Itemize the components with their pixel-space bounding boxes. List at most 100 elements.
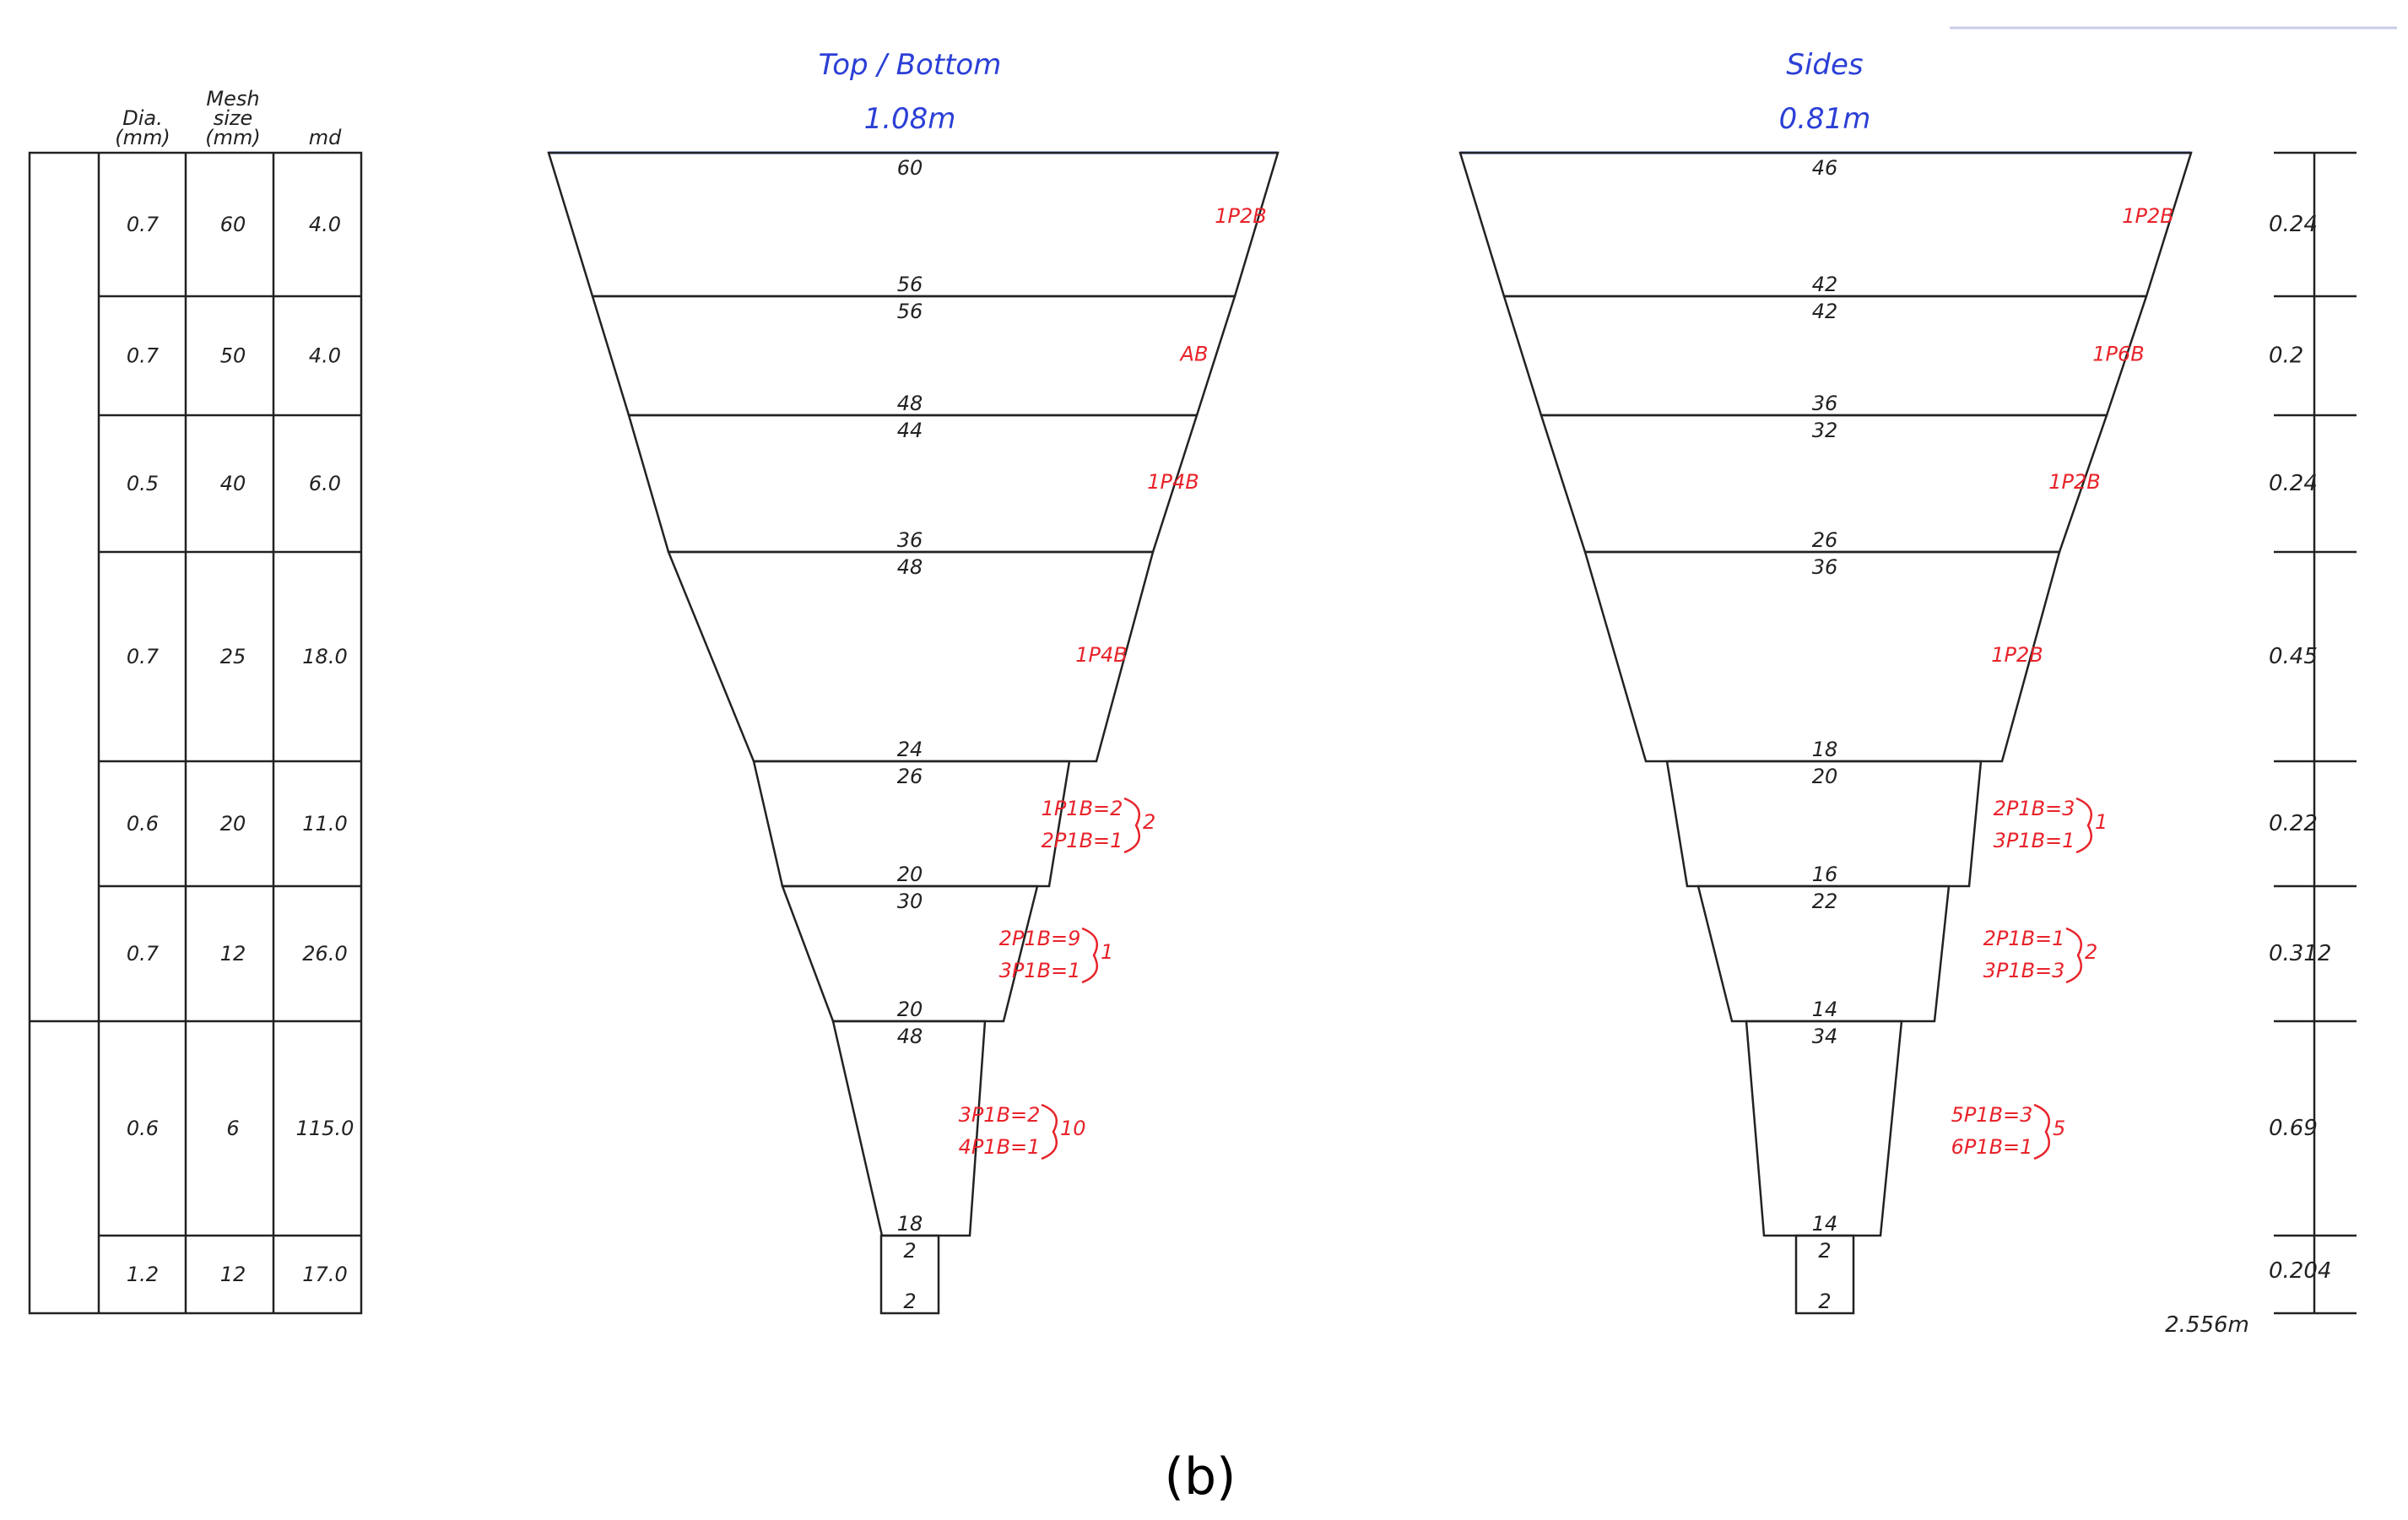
- table-header-dia: Dia.: [122, 106, 162, 130]
- section-top-mesh-count: 32: [1812, 419, 1838, 442]
- table-header-mesh: size: [214, 106, 253, 130]
- section-top-mesh-count: 36: [1812, 555, 1838, 579]
- brace: [1123, 797, 1140, 854]
- table-cell-dia: 0.7: [127, 645, 160, 668]
- section-bottom-mesh-count: 26: [1812, 528, 1838, 552]
- section-material-label: AB: [1179, 343, 1209, 366]
- dimension-length-label: 0.24: [2269, 471, 2318, 496]
- panel-section-7: [1745, 1020, 1903, 1237]
- section-bottom-mesh-count: 20: [897, 863, 923, 886]
- section-top-mesh-count: 48: [897, 555, 923, 579]
- mesh-table-grid: [28, 151, 363, 1315]
- section-bottom-mesh-count: 20: [897, 998, 923, 1021]
- brace: [2075, 797, 2092, 854]
- caption-text: (b): [1165, 1447, 1236, 1506]
- table-cell-dia: 0.7: [127, 942, 160, 966]
- brace-count: 5: [2053, 1117, 2065, 1140]
- section-bottom-mesh-count: 16: [1812, 863, 1838, 886]
- table-cell-md: 6.0: [309, 472, 341, 495]
- section-top-mesh-count: 2: [1818, 1239, 1831, 1263]
- section-material-labels: 1P2B1P6B1P2B1P2B2P1B=33P1B=112P1B=13P1B=…: [1951, 204, 2174, 1160]
- panel-section-8: [879, 1234, 940, 1315]
- section-bottom-mesh-count: 14: [1812, 998, 1838, 1021]
- table-cell-mesh: 50: [220, 344, 246, 368]
- table-cell-dia: 0.6: [127, 812, 159, 836]
- brace: [2065, 927, 2082, 984]
- section-top-mesh-count: 60: [897, 156, 923, 180]
- table-cell-mesh: 40: [220, 472, 246, 495]
- total-length-label: 2.556m: [2165, 1312, 2249, 1338]
- dimension-length-label: 0.69: [2269, 1116, 2318, 1141]
- table-cell-mesh: 12: [220, 942, 246, 966]
- section-material-label: 1P2B: [1215, 204, 1266, 228]
- section-material-label: 1P6B: [2092, 343, 2144, 366]
- panel-width-label: 0.81m: [1779, 102, 1871, 136]
- section-material-label: 5P1B=3: [1951, 1103, 2033, 1127]
- panel-title: Top / Bottom: [819, 48, 1002, 82]
- table-header-dia: (mm): [115, 126, 170, 149]
- panel-section-4: [667, 550, 1155, 763]
- table-cell-dia: 0.6: [127, 1117, 159, 1140]
- section-top-mesh-count: 48: [897, 1025, 923, 1048]
- section-material-label: 3P1B=1: [1994, 829, 2075, 852]
- panel-section-5: [752, 760, 1071, 888]
- section-material-label: 1P1B=2: [1042, 797, 1123, 820]
- panel-section-6: [781, 884, 1039, 1023]
- table-cell-dia: 0.5: [127, 472, 159, 495]
- dimension-lines: [2274, 151, 2357, 1315]
- figure-caption: (b): [1165, 1447, 1236, 1506]
- section-top-mesh-count: 30: [897, 890, 923, 913]
- brace: [2033, 1103, 2050, 1160]
- panel-sides: Sides 0.81m 4642423632263618201622143414…: [1458, 48, 2193, 1315]
- section-top-mesh-count: 56: [897, 300, 923, 323]
- section-top-mesh-count: 46: [1812, 156, 1838, 180]
- section-top-mesh-count: 20: [1812, 765, 1838, 788]
- panel-section-6: [1696, 884, 1951, 1023]
- section-bottom-mesh-count: 2: [1818, 1290, 1831, 1313]
- brace-count: 1: [1101, 940, 1113, 964]
- dimension-length-label: 0.22: [2269, 811, 2318, 836]
- section-top-mesh-count: 22: [1812, 890, 1838, 913]
- panel-section-7: [831, 1020, 987, 1237]
- table-cell-mesh: 25: [220, 645, 246, 668]
- section-material-label: 1P2B: [2122, 204, 2173, 228]
- brace: [1081, 927, 1098, 984]
- section-material-label: 3P1B=1: [999, 959, 1081, 982]
- table-cell-md: 115.0: [296, 1117, 354, 1140]
- table-cell-mesh: 20: [220, 812, 246, 836]
- section-material-labels: 1P2BAB1P4B1P4B1P1B=22P1B=122P1B=93P1B=11…: [959, 204, 1267, 1160]
- panel-section-5: [1665, 760, 1983, 888]
- table-cell-mesh: 6: [226, 1117, 239, 1140]
- section-bottom-mesh-count: 14: [1812, 1212, 1838, 1236]
- section-top-mesh-count: 34: [1812, 1025, 1838, 1048]
- section-bottom-mesh-count: 48: [897, 392, 923, 415]
- panel-outline: [1458, 151, 2193, 1315]
- table-cell-dia: 1.2: [127, 1263, 159, 1286]
- table-border: [28, 151, 363, 1315]
- panel-width-label: 1.08m: [864, 102, 956, 136]
- section-material-label: 1P4B: [1147, 470, 1199, 494]
- section-bottom-mesh-count: 18: [897, 1212, 923, 1236]
- table-cell-md: 11.0: [302, 812, 347, 836]
- table-cell-md: 26.0: [302, 942, 347, 966]
- brace-count: 2: [2085, 940, 2097, 964]
- section-material-label: 3P1B=3: [1983, 959, 2065, 982]
- section-material-label: 2P1B=3: [1994, 797, 2075, 820]
- table-header-md: md: [309, 126, 342, 149]
- section-top-mesh-count: 44: [897, 419, 923, 442]
- section-bottom-mesh-count: 36: [897, 528, 923, 552]
- table-header-mesh: Mesh: [206, 87, 259, 111]
- dimension-length-label: 0.24: [2269, 212, 2318, 237]
- section-material-label: 1P2B: [1991, 643, 2043, 667]
- section-top-mesh-count: 26: [897, 765, 923, 788]
- section-material-label: 1P2B: [2048, 470, 2100, 494]
- section-material-label: 6P1B=1: [1951, 1135, 2033, 1159]
